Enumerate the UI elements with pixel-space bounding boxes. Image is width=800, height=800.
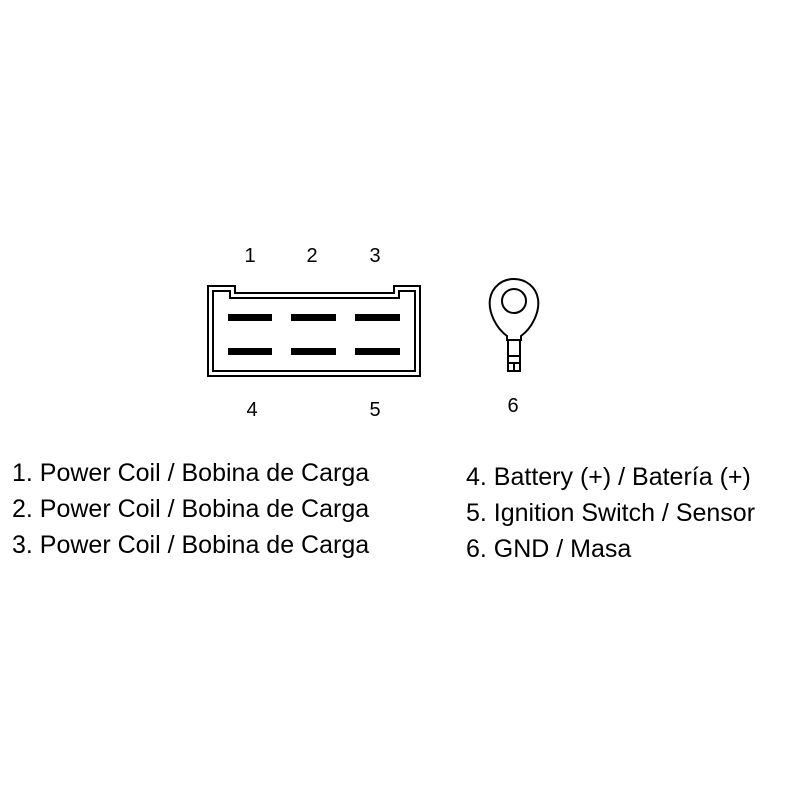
- housing-inner: [212, 290, 416, 372]
- ring-terminal-hole: [501, 288, 527, 314]
- legend-item-1: 1. Power Coil / Bobina de Carga: [12, 459, 370, 487]
- housing-outer: [207, 285, 421, 377]
- pin-number-5: 5: [369, 399, 380, 421]
- pin-number-3: 3: [369, 245, 380, 267]
- terminal-slot-4: [228, 348, 272, 355]
- legend-item-6: 6. GND / Masa: [466, 535, 632, 563]
- legend-item-5: 5. Ignition Switch / Sensor: [466, 499, 756, 527]
- legend-right: 4. Battery (+) / Batería (+) 5. Ignition…: [466, 459, 755, 567]
- ring-terminal-icon: [488, 277, 540, 372]
- ring-terminal-body: [488, 277, 540, 341]
- terminal-slot-1: [228, 314, 272, 321]
- legend-item-3: 3. Power Coil / Bobina de Carga: [12, 531, 370, 559]
- terminal-slots: [228, 314, 400, 355]
- legend-item-2: 2. Power Coil / Bobina de Carga: [12, 495, 370, 523]
- terminal-slot-2: [291, 314, 336, 321]
- pin-number-6: 6: [507, 395, 518, 417]
- legend-item-4: 4. Battery (+) / Batería (+): [466, 463, 751, 491]
- terminal-slot-3: [355, 314, 400, 321]
- terminal-slot-6: [355, 348, 400, 355]
- legend-left: 1. Power Coil / Bobina de Carga 2. Power…: [12, 455, 369, 563]
- terminal-slot-5: [291, 348, 336, 355]
- pin-number-2: 2: [306, 245, 317, 267]
- connector-housing: [207, 285, 421, 377]
- pin-number-4: 4: [246, 399, 257, 421]
- pin-number-1: 1: [244, 245, 255, 267]
